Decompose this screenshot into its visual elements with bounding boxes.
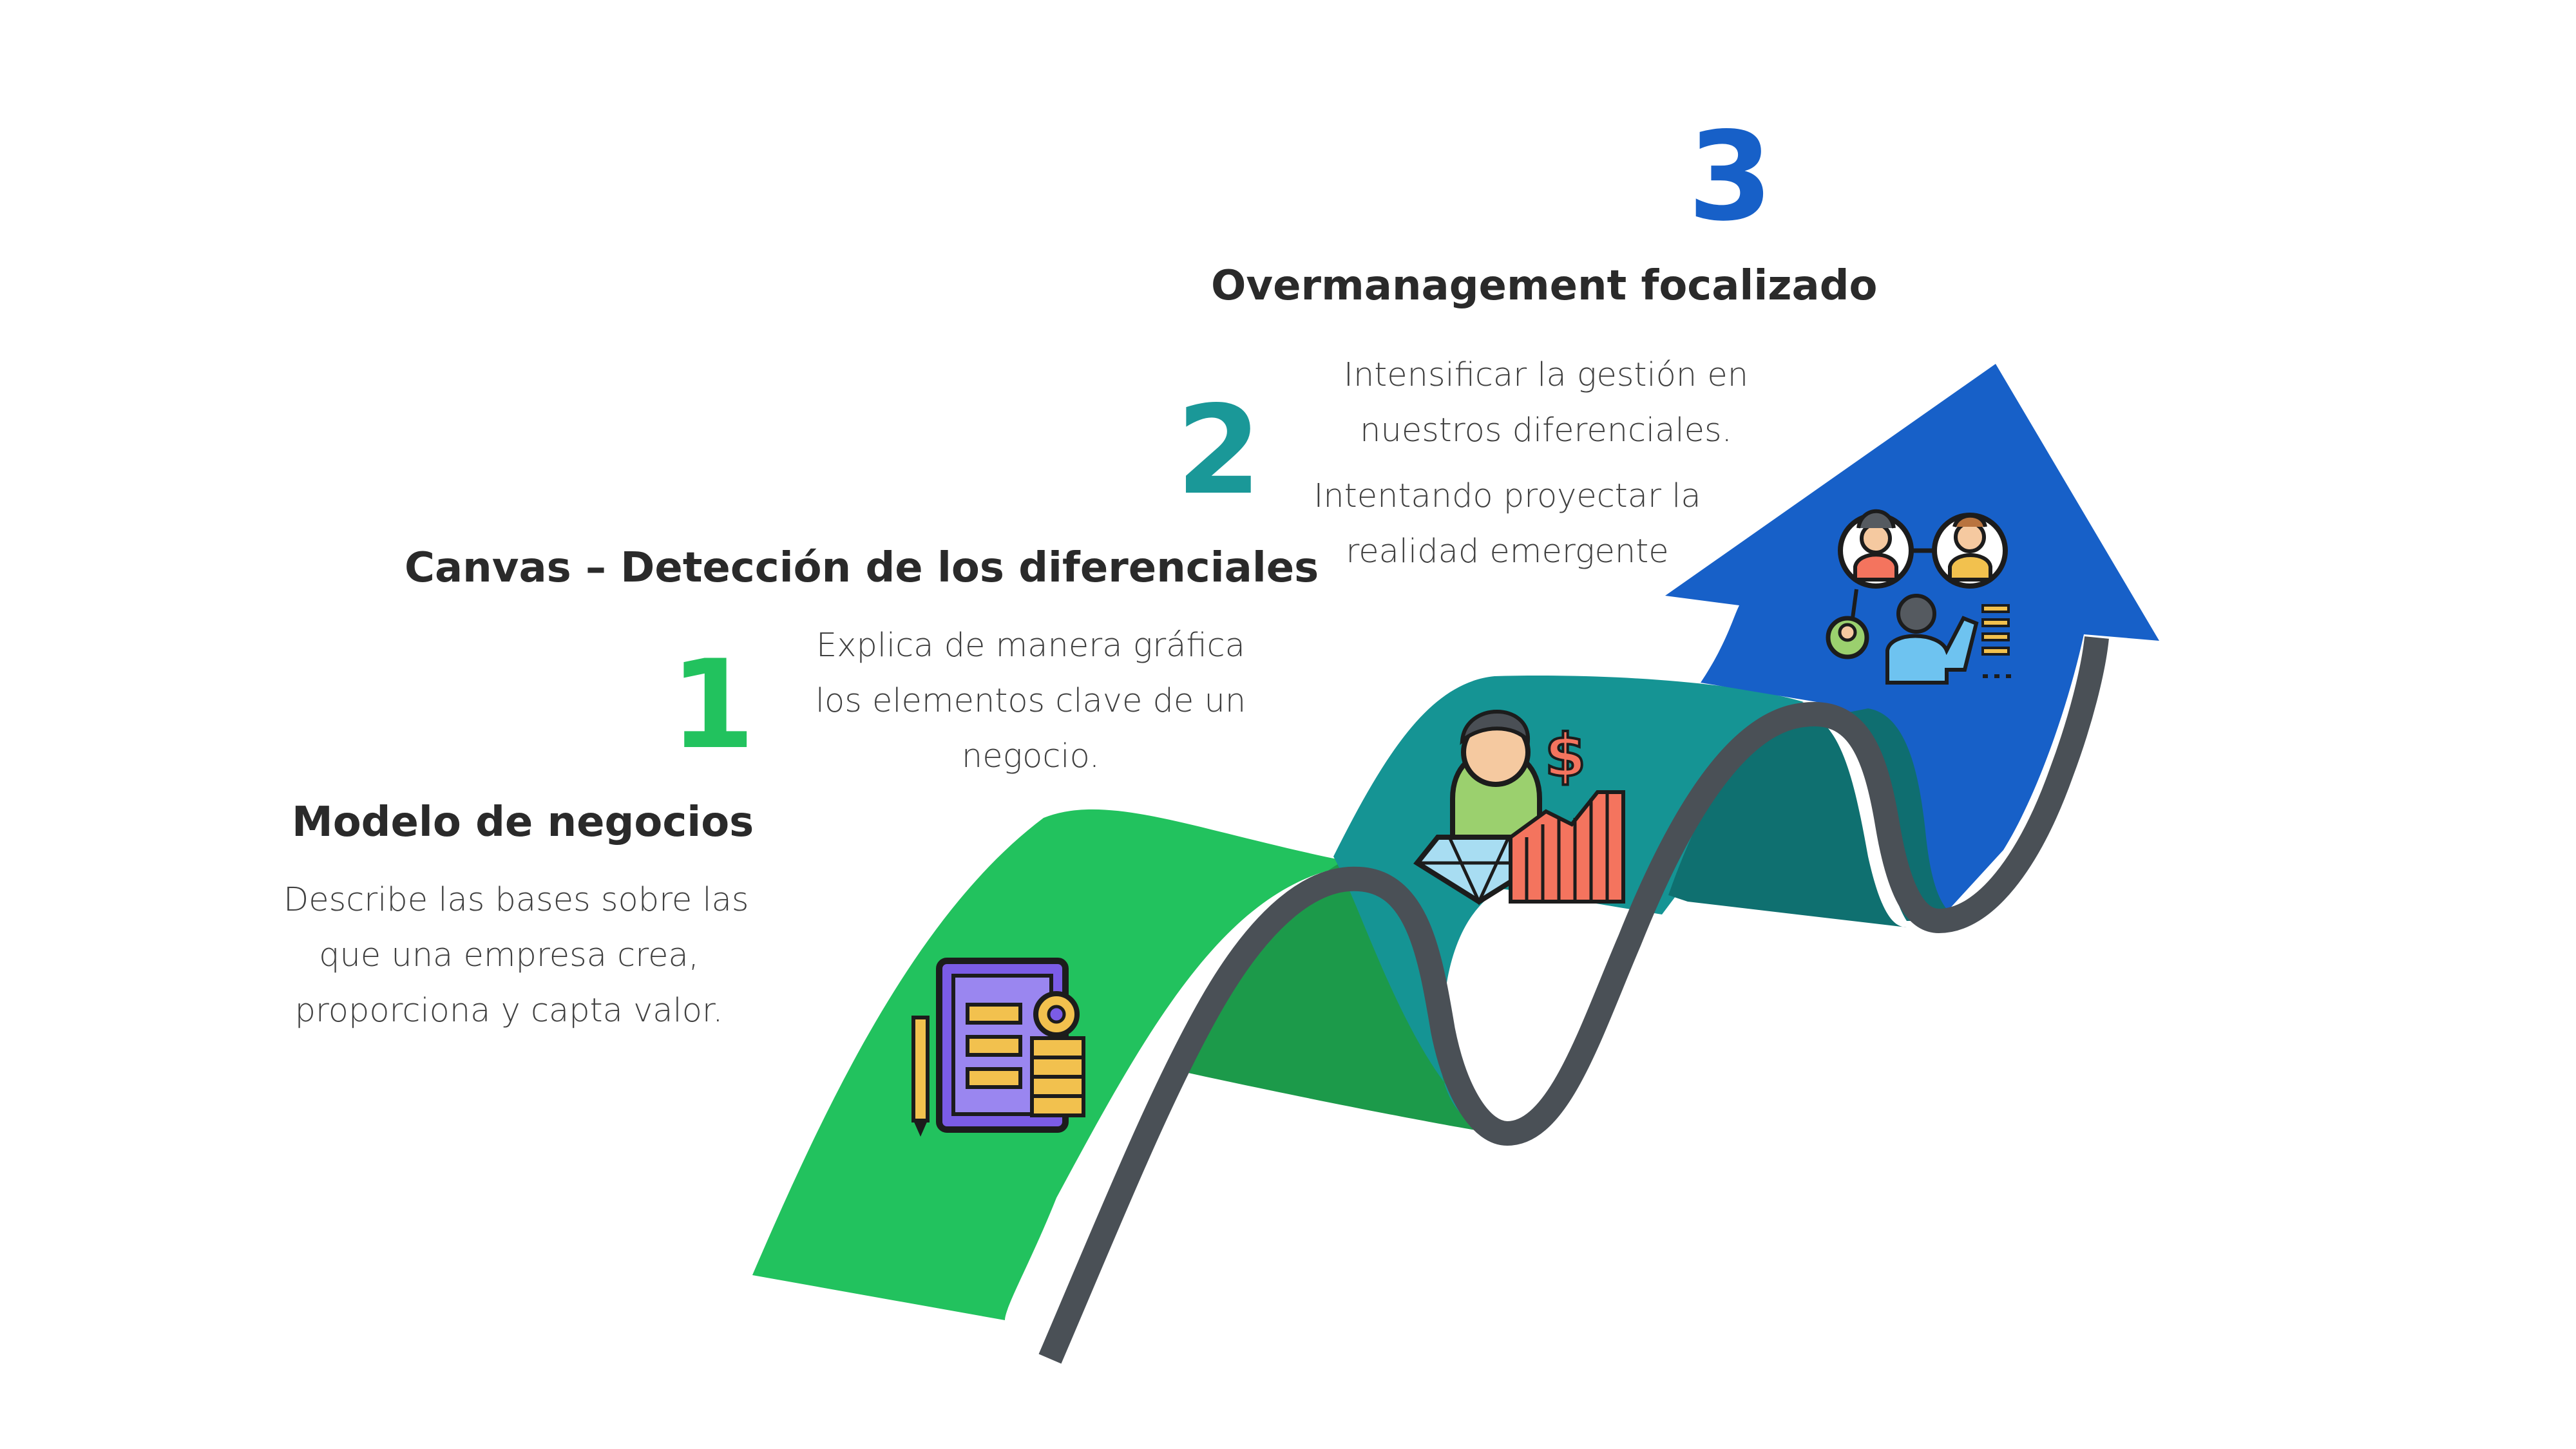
- step-2-description-line: los elementos clave de un: [815, 682, 1246, 720]
- step-3-title: Overmanagement focalizado: [1211, 262, 1878, 310]
- step-2-description-line: Explica de manera gráfica: [816, 627, 1245, 665]
- ribbon-edge: [1038, 636, 2109, 1364]
- step-3-description-line: nuestros diferenciales.: [1360, 412, 1732, 450]
- value-growth-icon: $: [1413, 710, 1625, 905]
- step-3-number: 3: [1688, 106, 1773, 248]
- step-1-description-line: que una empresa crea,: [319, 936, 699, 974]
- step-2-title: Canvas – Detección de los diferenciales: [405, 544, 1319, 592]
- svg-text:$: $: [1545, 721, 1586, 790]
- step-3-extra-line: Intentando proyectar la: [1313, 477, 1701, 515]
- business-model-canvas-icon: [911, 958, 1085, 1137]
- step-3-extra-note: Intentando proyectar la realidad emergen…: [1282, 469, 1733, 580]
- step-1-description-line: proporciona y capta valor.: [294, 992, 723, 1030]
- step-1-title: Modelo de negocios: [292, 799, 754, 846]
- step-1-description: Describe las bases sobre las que una emp…: [283, 873, 749, 1039]
- step-3-description-line: Intensificar la gestión en: [1343, 356, 1749, 394]
- team-management-icon: [1826, 509, 2011, 685]
- step-1-number: 1: [670, 634, 756, 776]
- step-3-description: Intensificar la gestión en nuestros dife…: [1321, 348, 1771, 459]
- step-1-description-line: Describe las bases sobre las: [283, 881, 749, 919]
- step-2-description: Explica de manera gráfica los elementos …: [805, 618, 1256, 784]
- ribbon-segment-1-shadow: [1185, 863, 1494, 1133]
- ribbon-segment-2-shadow: [1668, 712, 1907, 927]
- step-3-extra-line: realidad emergente: [1346, 533, 1669, 571]
- step-2-number: 2: [1176, 379, 1262, 522]
- step-2-description-line: negocio.: [961, 737, 1100, 775]
